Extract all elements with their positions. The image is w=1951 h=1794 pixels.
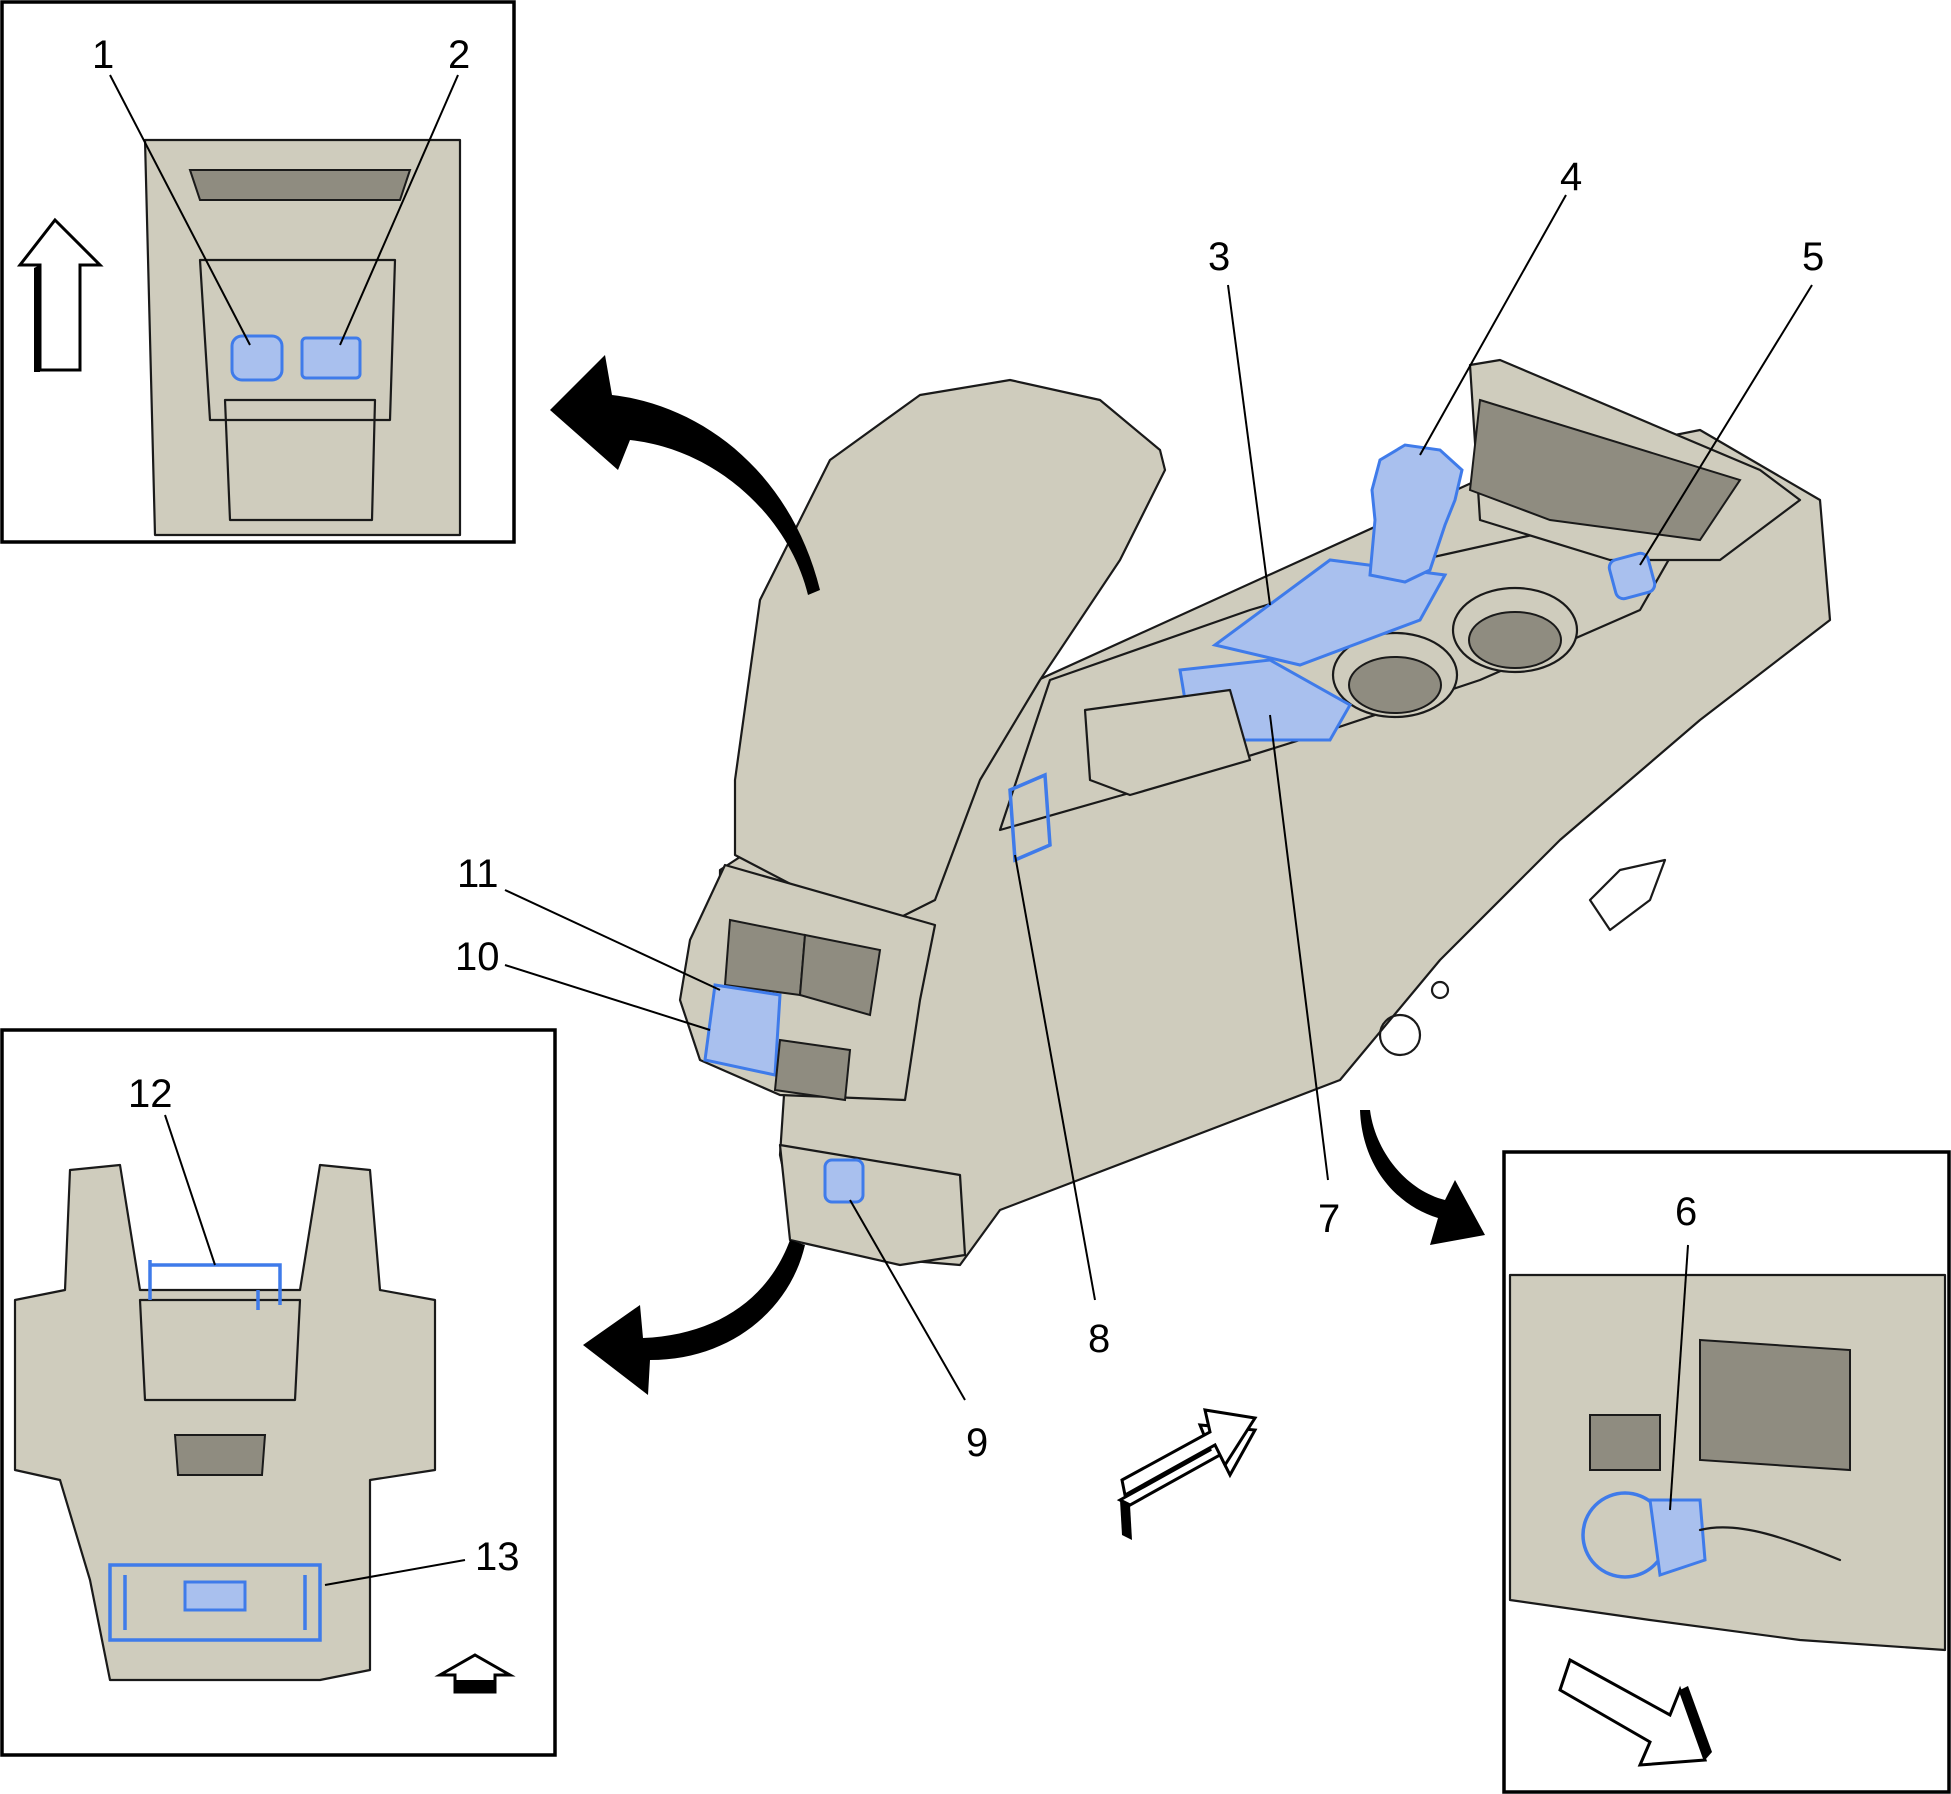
curved-arrow-to-right-inset — [1360, 1110, 1485, 1245]
curved-arrow-to-left-inset — [583, 1240, 805, 1395]
side-panel-label — [1008, 772, 1052, 863]
inset-lower-right-module-6 — [1648, 1498, 1707, 1577]
shift-knob — [1368, 443, 1464, 584]
rear-bin-interior — [1468, 398, 1742, 542]
callout-labels: 1 2 3 4 5 6 7 8 9 10 11 12 13 — [92, 33, 1824, 1579]
leader-6 — [1669, 1244, 1689, 1511]
inset-top-left — [0, 0, 516, 544]
leader-lines — [109, 74, 1813, 1586]
side-trim-knob — [1378, 1013, 1422, 1057]
direction-arrows — [550, 355, 1485, 1540]
callout-7: 7 — [1318, 1197, 1340, 1241]
leader-2 — [339, 74, 459, 346]
leader-8 — [1014, 854, 1096, 1301]
inset-lower-left-module-13 — [108, 1563, 322, 1642]
callout-4: 4 — [1560, 155, 1582, 199]
inset-lower-left-bracket-12 — [148, 1260, 282, 1310]
inset-top-left-console — [143, 138, 462, 537]
view-direction-arrow-body — [1120, 1408, 1258, 1498]
inset-lower-right-cupholder — [1699, 1338, 1851, 1472]
callout-8: 8 — [1088, 1317, 1110, 1361]
callout-5: 5 — [1802, 235, 1824, 279]
callout-2: 2 — [448, 33, 470, 77]
inset-top-left-switch-2 — [300, 336, 362, 380]
cup-holder-left-inner — [1348, 656, 1442, 714]
inset-lower-right-connector-block — [1589, 1414, 1661, 1471]
callout-12: 12 — [128, 1072, 173, 1116]
inset-lower-left-module-connector — [183, 1580, 247, 1612]
leader-13 — [324, 1559, 466, 1586]
seat-switch-right — [1607, 551, 1657, 601]
leader-12 — [164, 1114, 216, 1266]
inset-lower-right-wiring — [1698, 1526, 1842, 1562]
inset-lower-left-console — [13, 1163, 437, 1682]
inset-top-left-bezel — [198, 258, 397, 422]
inset-top-left-tray — [223, 398, 377, 522]
inset-lower-left-bin — [138, 1298, 302, 1402]
main-console-assembly — [678, 358, 1832, 1267]
callout-9: 9 — [966, 1421, 988, 1465]
inset-top-left-switch-1 — [230, 334, 284, 382]
callout-13: 13 — [475, 1535, 520, 1579]
rear-lower-pocket — [773, 1038, 852, 1102]
leader-3 — [1227, 284, 1271, 606]
curved-arrow-to-top-inset — [550, 355, 820, 595]
side-vent-slot — [1588, 858, 1667, 932]
leader-9 — [849, 1199, 966, 1401]
leader-1 — [109, 74, 251, 346]
front-storage-tray — [1083, 688, 1252, 797]
inset-lower-left — [0, 1028, 557, 1757]
leader-7 — [1269, 714, 1329, 1181]
inset-lower-right-view-arrow — [1558, 1657, 1708, 1767]
inset-lower-right — [1502, 1150, 1951, 1794]
callout-1: 1 — [92, 33, 114, 77]
view-direction-arrow-shadow — [1120, 1500, 1132, 1540]
inset-lower-left-display — [173, 1434, 267, 1476]
rear-seat-switch — [823, 1158, 865, 1204]
rear-power-outlet-panel — [703, 983, 782, 1077]
inset-top-left-vent — [188, 169, 412, 201]
callout-11: 11 — [457, 852, 499, 896]
shifter-trim-plate — [1211, 558, 1448, 667]
callout-6: 6 — [1675, 1190, 1697, 1234]
callout-3: 3 — [1208, 235, 1230, 279]
leader-11 — [504, 889, 721, 991]
inset-lower-right-view-arrow-shadow — [1680, 1686, 1712, 1760]
inset-top-left-up-arrow-shadow — [34, 265, 40, 372]
inset-lower-left-up-arrow-shadow — [455, 1680, 495, 1692]
rear-air-vent-right — [798, 933, 882, 1017]
leader-5 — [1639, 284, 1813, 566]
cup-holder-right-inner — [1468, 611, 1562, 669]
side-trim-knob-small — [1430, 980, 1450, 1000]
leader-4 — [1419, 194, 1567, 456]
leader-10 — [504, 964, 711, 1031]
callout-10: 10 — [455, 935, 500, 979]
